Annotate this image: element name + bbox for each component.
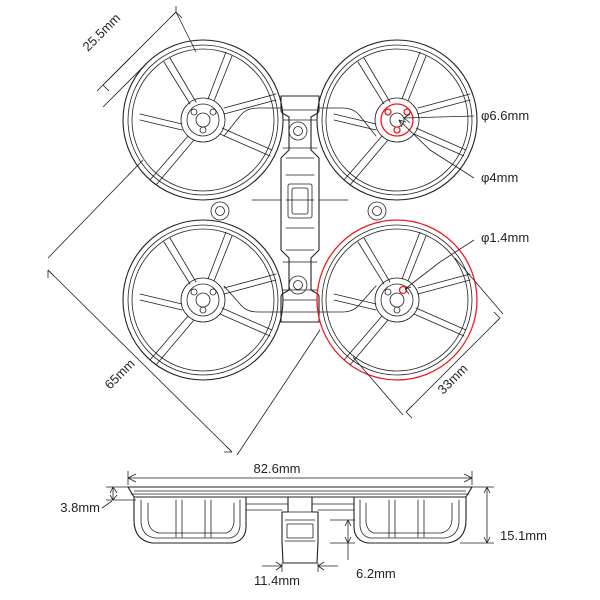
- top-view: 25.5mm 65mm φ6.6mm φ4mm φ1.4mm: [47, 6, 529, 456]
- dim-label-3-8mm: 3.8mm: [60, 500, 100, 515]
- dimension-screw-hole: φ4mm: [398, 119, 518, 185]
- duct-top-left: [122, 39, 284, 201]
- dimension-motor-mount-hole: φ6.6mm: [403, 108, 529, 124]
- side-duct-right: [353, 496, 467, 544]
- duct-top-right: [316, 39, 478, 201]
- side-view: 82.6mm 3.8mm 15.1mm: [60, 461, 547, 588]
- dim-label-6-2mm: 6.2mm: [356, 566, 396, 581]
- dim-label-25-5mm: 25.5mm: [80, 10, 124, 54]
- dim-label-65mm: 65mm: [102, 356, 138, 392]
- frame-arms: [223, 107, 377, 313]
- dim-label-phi-4mm: φ4mm: [481, 170, 518, 185]
- side-top-deck: [127, 486, 473, 498]
- dimension-battery-slot: 6.2mm: [330, 519, 396, 581]
- dim-label-11-4mm: 11.4mm: [254, 573, 300, 588]
- dimension-center-width: 11.4mm: [254, 561, 338, 588]
- side-center-body: [245, 496, 355, 564]
- dim-label-82-6mm: 82.6mm: [254, 461, 301, 476]
- dim-label-15-1mm: 15.1mm: [500, 528, 547, 543]
- dimension-top-deck-thickness: 3.8mm: [60, 486, 136, 515]
- dim-label-phi-6-6mm: φ6.6mm: [481, 108, 529, 123]
- dim-label-phi-1-4mm: φ1.4mm: [481, 230, 529, 245]
- duct-bottom-right-highlighted: [316, 219, 478, 381]
- dim-label-33mm: 33mm: [435, 361, 471, 397]
- duct-bottom-left: [122, 219, 284, 381]
- dimension-duct-span: 33mm: [352, 257, 504, 419]
- dimension-small-hole: φ1.4mm: [404, 230, 529, 295]
- dimension-overall-height: 15.1mm: [460, 486, 547, 544]
- side-duct-left: [133, 496, 247, 544]
- dimension-diagonal: 65mm: [47, 159, 321, 456]
- hub-mount-holes: [210, 121, 387, 295]
- center-frame-body: [280, 95, 320, 323]
- dimension-width: 82.6mm: [127, 461, 473, 485]
